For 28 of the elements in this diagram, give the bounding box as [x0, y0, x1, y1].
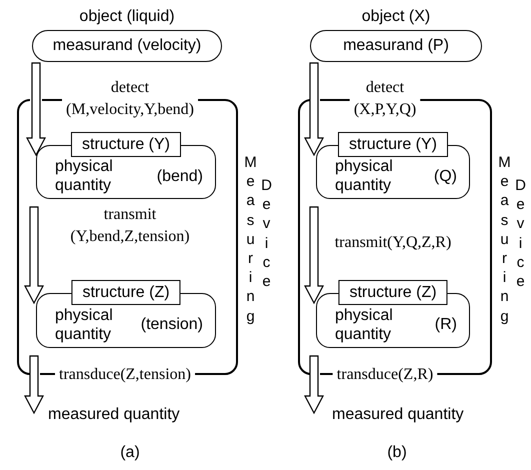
node-text: (tension) [140, 315, 203, 334]
node-text: measurand (velocity) [52, 36, 202, 56]
block-arrow [304, 62, 324, 156]
structure-label: structure (Y) [71, 132, 181, 157]
node-text: physical quantity [55, 306, 114, 344]
caption: (b) [387, 443, 407, 463]
node-text: (bend) [156, 166, 203, 186]
node-text: (Q) [434, 166, 457, 186]
block-arrow [24, 355, 44, 414]
node-text: (R) [434, 315, 457, 334]
node-text: physical quantity [335, 306, 394, 344]
node-text: physical quantity [55, 157, 114, 195]
vertical-label: Measuring [243, 153, 258, 326]
node-text: measured quantity [332, 406, 464, 423]
block-arrow [26, 62, 46, 156]
block-arrow [304, 206, 324, 304]
structure-label: structure (Z) [338, 280, 448, 305]
node-text: physical quantity [335, 157, 394, 195]
heading: object (X) [360, 7, 432, 27]
heading: object (liquid) [78, 7, 176, 27]
caption: (a) [120, 443, 140, 463]
structure-label: structure (Y) [338, 132, 448, 157]
block-arrow [304, 355, 324, 414]
node-text: measurand (P) [343, 36, 449, 56]
node-text: measured quantity [48, 406, 180, 423]
vertical-label: Measuring [497, 153, 512, 326]
structure-label: structure (Z) [71, 280, 181, 305]
block-arrow [24, 206, 44, 304]
